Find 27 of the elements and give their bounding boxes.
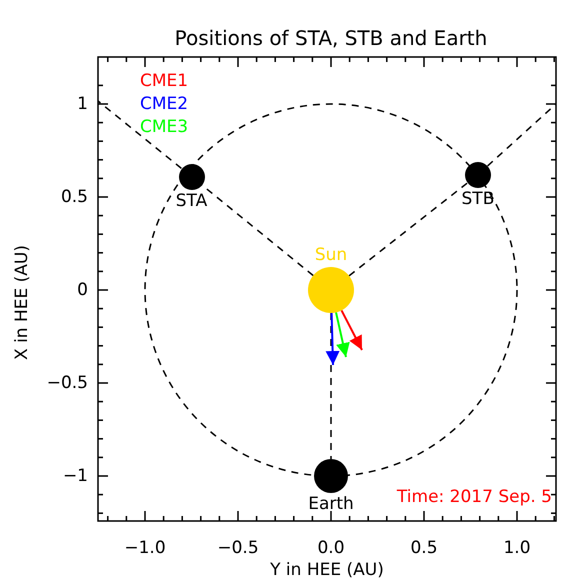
timestamp: Time: 2017 Sep. 5 xyxy=(396,488,552,506)
tick-label: 0.5 xyxy=(410,540,438,556)
legend-entry: CME3 xyxy=(140,119,188,136)
tick-label: −0.5 xyxy=(46,374,88,392)
tick-label: −1 xyxy=(62,468,88,484)
arrow xyxy=(340,310,363,350)
dashed-line xyxy=(487,103,556,167)
arrow xyxy=(326,312,340,366)
tick-label: 0.0 xyxy=(317,540,345,556)
body-label: STB xyxy=(462,190,494,208)
axis-title: X in HEE (AU) xyxy=(14,244,30,360)
tick-label: −1.0 xyxy=(124,540,166,556)
body-label: Sun xyxy=(314,247,348,264)
dashed-line xyxy=(98,100,182,169)
body-label: STA xyxy=(176,192,208,210)
body-label: Earth xyxy=(308,496,354,513)
legend-entry: CME1 xyxy=(140,73,188,90)
axis-title: Y in HEE (AU) xyxy=(270,562,384,578)
tick-label: −0.5 xyxy=(217,540,259,556)
tick-label: 0 xyxy=(77,282,88,298)
arrow xyxy=(335,312,350,358)
chart-title: Positions of STA, STB and Earth xyxy=(174,28,488,48)
tick-label: 0.5 xyxy=(60,188,88,206)
tick-label: 1 xyxy=(77,96,88,112)
legend-entry: CME2 xyxy=(140,96,188,113)
dashed-line xyxy=(348,182,468,276)
tick-label: 1.0 xyxy=(503,540,531,556)
